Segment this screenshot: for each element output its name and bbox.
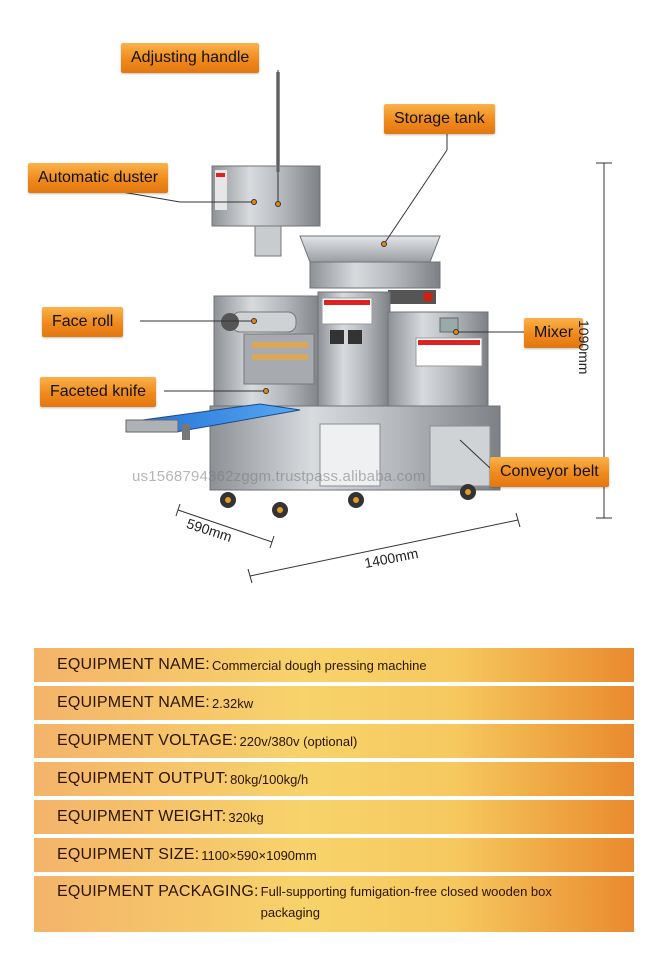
spec-table: EQUIPMENT NAME: Commercial dough pressin… — [34, 648, 634, 936]
spec-row: EQUIPMENT OUTPUT:80kg/100kg/h — [34, 762, 634, 796]
spec-row: EQUIPMENT VOLTAGE:220v/380v (optional) — [34, 724, 634, 758]
watermark: us1568794362zggm.trustpass.alibaba.com — [132, 468, 426, 485]
spec-row: EQUIPMENT PACKAGING:Full-supporting fumi… — [34, 876, 634, 932]
callout-mixer: Mixer — [524, 318, 584, 348]
dimension-height-label: 1090mm — [576, 320, 592, 375]
spec-key: EQUIPMENT NAME: — [57, 656, 210, 673]
callout-storage-tank: Storage tank — [384, 104, 495, 134]
spec-row: EQUIPMENT NAME: Commercial dough pressin… — [34, 648, 634, 682]
spec-value: 220v/380v (optional) — [239, 733, 358, 749]
product-diagram: Adjusting handle Storage tank Automatic … — [28, 43, 612, 584]
spec-row: EQUIPMENT WEIGHT:320kg — [34, 800, 634, 834]
spec-value: 2.32kw — [211, 695, 254, 711]
callout-adjusting-handle: Adjusting handle — [121, 43, 260, 73]
callout-face-roll: Face roll — [42, 307, 124, 337]
callout-automatic-duster: Automatic duster — [28, 163, 169, 193]
spec-value: Commercial dough pressing machine — [211, 657, 427, 673]
spec-value: 320kg — [228, 809, 264, 825]
spec-value: 80kg/100kg/h — [230, 771, 309, 787]
spec-key: EQUIPMENT SIZE: — [57, 846, 200, 863]
spec-key: EQUIPMENT OUTPUT: — [57, 770, 229, 787]
callout-faceted-knife: Faceted knife — [40, 377, 157, 407]
spec-key: EQUIPMENT PACKAGING: — [57, 883, 259, 900]
machine-body — [125, 72, 501, 518]
spec-row: EQUIPMENT NAME: 2.32kw — [34, 686, 634, 720]
spec-key: EQUIPMENT VOLTAGE: — [57, 732, 238, 749]
spec-row: EQUIPMENT SIZE:1100×590×1090mm — [34, 838, 634, 872]
spec-key: EQUIPMENT NAME: — [57, 694, 210, 711]
spec-value: 1100×590×1090mm — [201, 847, 317, 863]
spec-value: Full-supporting fumigation-free closed w… — [260, 884, 552, 920]
spec-key: EQUIPMENT WEIGHT: — [57, 808, 227, 825]
callout-conveyor-belt: Conveyor belt — [490, 457, 609, 487]
